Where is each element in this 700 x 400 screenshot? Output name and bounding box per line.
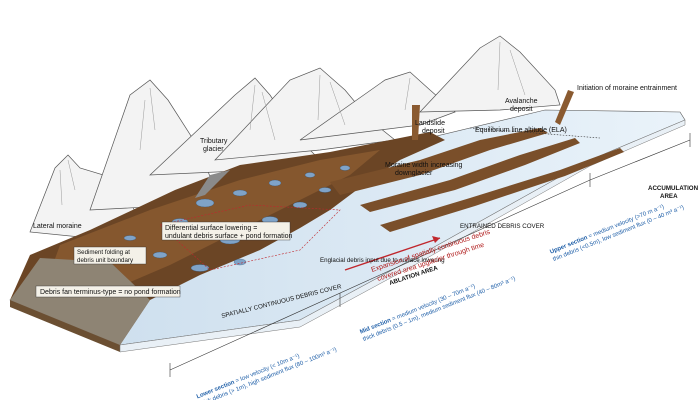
mountain-range [29,35,561,241]
label-tributary-1: Tributary [200,138,228,145]
label-englacial: Englacial debris input due to surface lo… [320,257,445,264]
label-tributary-2: glacier [203,146,224,153]
differential-box [161,221,291,241]
folding-box [73,246,147,265]
mountain-shading [59,41,526,206]
label-fan-terminus: Debris fan terminus-type = no pond forma… [40,289,181,296]
lower-section-line1: Lower section = low velocity (< 10m a⁻¹) [196,353,301,400]
label-avalanche-2: deposit [510,106,533,113]
label-differential-1: Differential surface lowering = [165,225,257,232]
debris-fan-terminus [10,258,150,345]
label-folding-2: debris unit boundary [77,257,134,264]
section-brackets [169,133,691,377]
label-avalanche-1: Avalanche [505,98,538,105]
ela-line [469,127,601,139]
label-initiation-1: Initiation of moraine entrainment [577,85,677,92]
label-landslide-1: Landslide [415,120,445,127]
expansion-arrow [344,236,441,271]
label-ela: Equilibrium line altitude (ELA) [475,127,567,134]
upper-section-line1: Upper section = medium velocity (>70 m a… [549,204,665,255]
mid-section-line2: thick debris (0.5 – 1m), medium sediment… [362,276,516,343]
label-moraine-width-1: Moraine width increasing [385,162,463,169]
upper-section-line2: thin debris (<0.5m), low sediment flux (… [552,205,685,263]
label-accumulation-1: ACCUMULATION [648,185,699,192]
fan-box [35,285,181,298]
lower-section-line2: thick debris (> 1m), high sediment flux … [199,347,338,400]
label-lateral-moraine: Lateral moraine [33,223,82,230]
label-folding-1: Sediment folding at [77,249,130,256]
label-moraine-width-2: downglacier [395,170,433,177]
label-accumulation-2: AREA [660,193,678,200]
expansion-boundary [159,204,341,271]
label-landslide-2: deposit [422,128,445,135]
mid-section-desc1: = medium velocity (30 – 70m a⁻¹) [390,284,476,324]
label-differential-2: undulant debris surface + pond formation [165,233,293,240]
label-entrained: ENTRAINED DEBRIS COVER [460,223,545,230]
mid-section-line1: Mid section = medium velocity (30 – 70m … [359,284,476,336]
